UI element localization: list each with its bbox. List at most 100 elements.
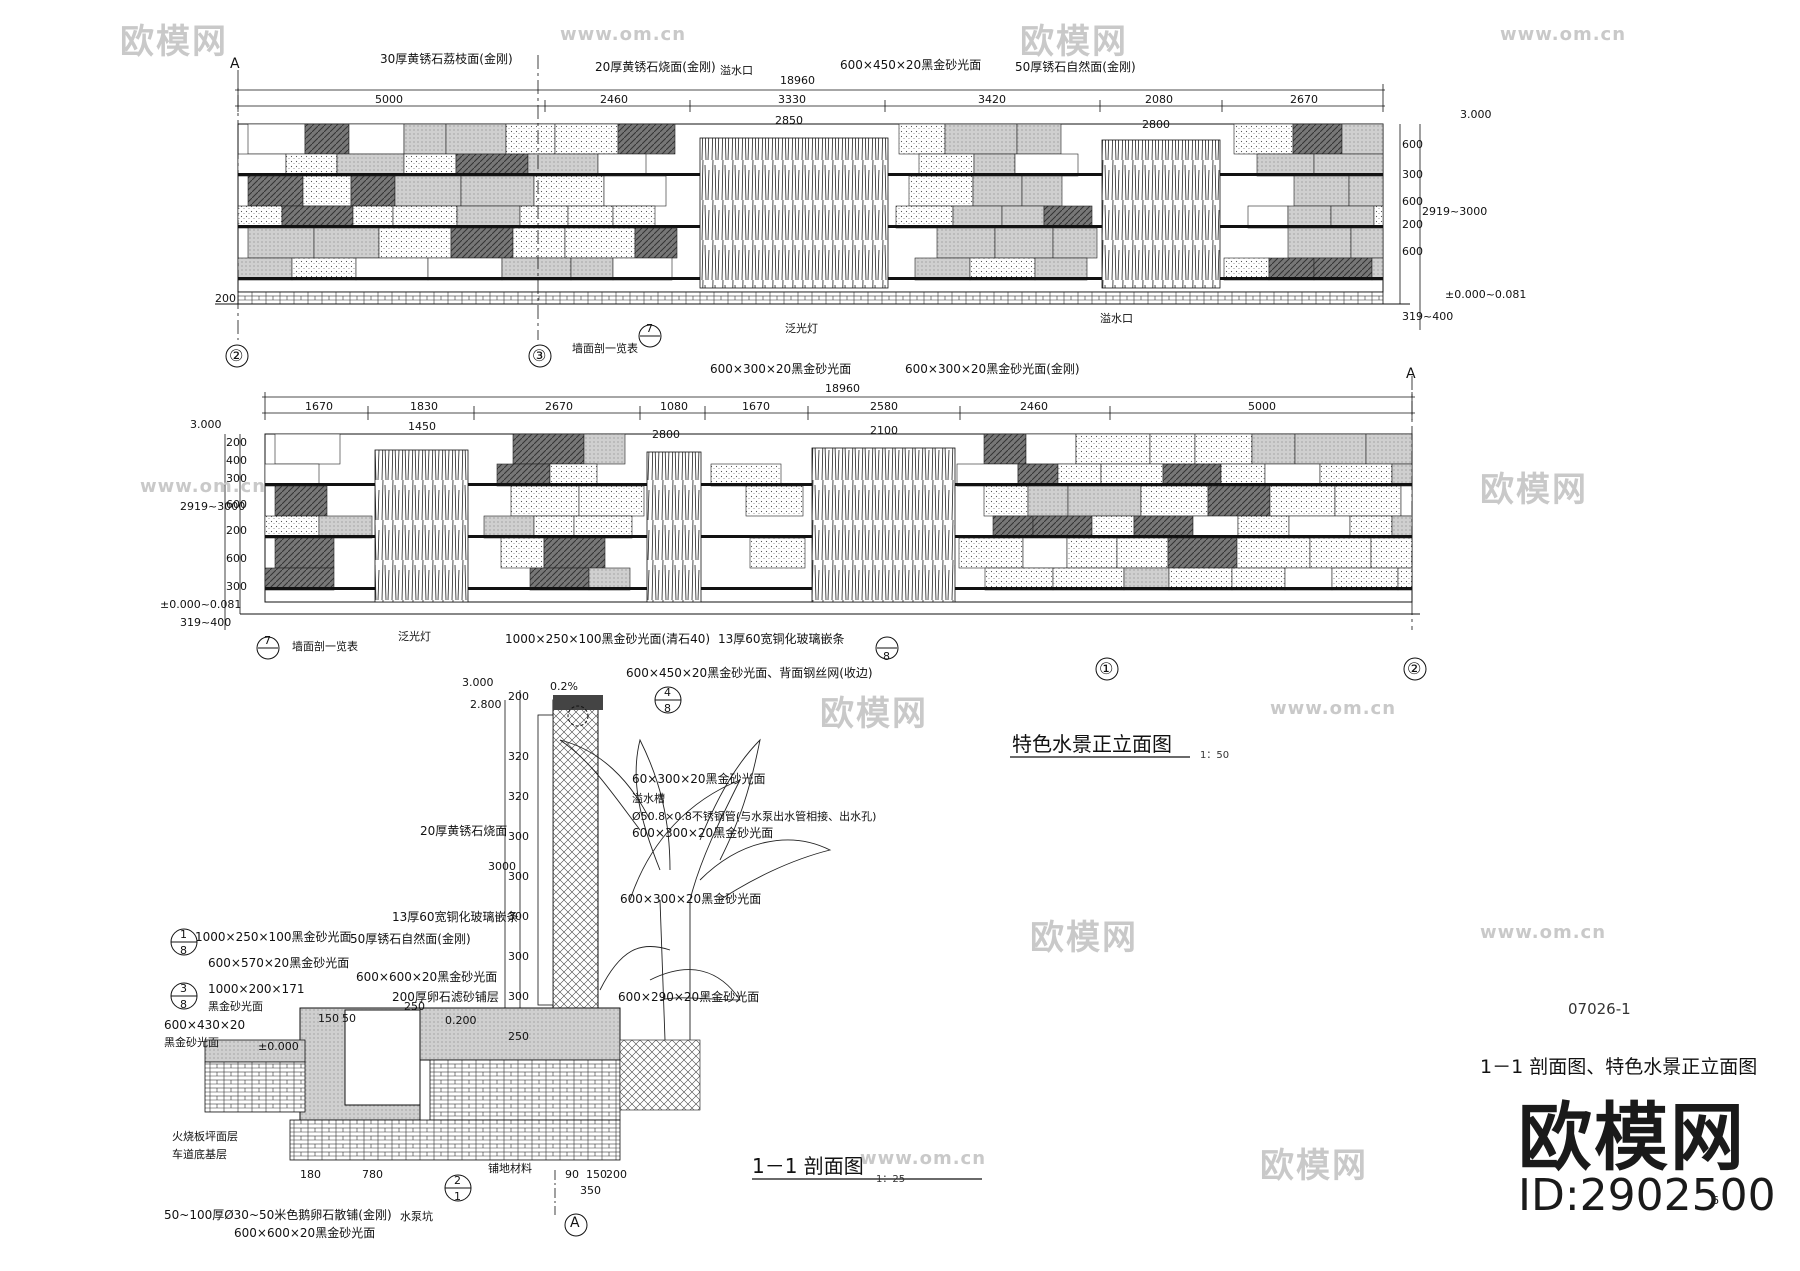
section-note-13: 1000×200×171 — [208, 982, 305, 996]
wall-tile — [1288, 515, 1351, 539]
bottom-overall-dim: 18960 — [825, 382, 860, 395]
wall-tile — [564, 227, 636, 259]
wall-tile — [1192, 515, 1239, 539]
section-marker-4: 8 — [180, 944, 187, 957]
wall-tile — [1066, 537, 1118, 569]
wall-tile — [1287, 205, 1332, 229]
section-note-17: 黑金砂光面 — [164, 1036, 219, 1049]
wall-tile — [583, 433, 626, 465]
wall-tile — [427, 257, 503, 281]
wall-tile — [1348, 175, 1384, 207]
wall-tile — [1116, 537, 1169, 569]
wall-tile — [512, 227, 566, 259]
wall-tile — [749, 537, 806, 569]
section-dim-h-5: 150 — [586, 1168, 607, 1181]
wall-tile — [612, 205, 656, 229]
wall-tile — [1133, 515, 1194, 539]
wall-tile — [1251, 433, 1296, 465]
sheet-title: 1－1 剖面图、特色水景正立面图 — [1480, 1056, 1758, 1078]
bottom-sub-dim-2: 2800 — [652, 428, 680, 441]
section-scale: 1：25 — [876, 1174, 906, 1185]
wall-tile — [1016, 123, 1062, 155]
wall-tile — [348, 123, 405, 155]
wall-tile — [1017, 463, 1059, 487]
wall-tile — [578, 485, 645, 517]
bottom-note-3: 1000×250×100黑金砂光面(清石40) — [505, 632, 711, 646]
wall-tile — [994, 227, 1054, 259]
wall-tile — [973, 153, 1016, 177]
wall-tile — [1391, 463, 1413, 487]
bottom-side-dim-5: 200 — [226, 524, 247, 537]
wall-tile — [895, 205, 954, 229]
section-note-7: 600×300×20黑金砂光面 — [620, 892, 762, 906]
wall-tile — [1293, 175, 1350, 207]
wall-tile — [1034, 257, 1088, 281]
bottom-level-bottom: ±0.000~0.081 — [160, 598, 242, 611]
wall-tile — [237, 205, 283, 229]
bottom-axis-two: ② — [1407, 659, 1422, 678]
wall-tile — [264, 463, 320, 487]
wall-tile — [512, 433, 585, 465]
brand-id: ID:2902500 — [1518, 1170, 1776, 1221]
wall-tile — [247, 123, 306, 155]
top-level-bottom: ±0.000~0.081 — [1445, 288, 1527, 301]
top-level-top: 3.000 — [1460, 108, 1492, 121]
top-note-6: 溢水口 — [1100, 312, 1133, 325]
wall-tile — [1001, 205, 1045, 229]
wall-tile — [1284, 567, 1333, 591]
wall-tile — [274, 485, 328, 517]
bottom-dim-6: 2580 — [870, 400, 898, 413]
wall-tile — [603, 175, 667, 207]
wall-tile — [573, 515, 633, 539]
section-note-3: 溢水槽 — [632, 792, 665, 805]
wall-tile — [313, 227, 380, 259]
wall-tile — [983, 433, 1027, 465]
top-note-8: 墙面剖一览表 — [572, 342, 638, 355]
bottom-note-5: 墙面剖一览表 — [292, 640, 358, 653]
bottom-detail-mark: 7 — [264, 634, 271, 647]
top-side-dim-7: 319~400 — [1402, 310, 1454, 323]
wall-tile — [1349, 515, 1393, 539]
section-note-12: 600×600×20黑金砂光面 — [356, 970, 498, 984]
top-sub-dim-2: 2800 — [1142, 118, 1170, 131]
wall-tile — [1231, 567, 1286, 591]
wall-tile — [944, 123, 1018, 155]
section-marker-7: 2 — [454, 1174, 461, 1187]
section-dim-h-9: 50 — [342, 1012, 356, 1025]
section-title: 1－1 剖面图 — [752, 1154, 864, 1178]
section-dim-v-8: 300 — [508, 990, 529, 1003]
top-note-2: 20厚黄锈石烧面(金刚) — [595, 60, 716, 74]
section-marker-2: 8 — [664, 702, 671, 715]
wall-tile — [1233, 123, 1294, 155]
wall-tile — [247, 227, 315, 259]
top-dim-6: 2670 — [1290, 93, 1318, 106]
section-dim-h-3: 350 — [580, 1184, 601, 1197]
top-detail-mark: 7 — [646, 322, 653, 335]
wall-tile — [392, 205, 458, 229]
wall-tile — [1264, 463, 1321, 487]
section-note-20: 600×600×20黑金砂光面 — [234, 1226, 376, 1240]
wall-tile — [1269, 485, 1336, 517]
section-note-11: 600×570×20黑金砂光面 — [208, 956, 350, 970]
wall-tile — [570, 257, 614, 281]
wall-tile — [1194, 433, 1253, 465]
wall-tile — [237, 153, 287, 177]
section-dim-v-4: 300 — [508, 830, 529, 843]
wall-tile — [1287, 227, 1352, 259]
wall-tile — [1247, 205, 1289, 229]
section-note-8: 13厚60宽铜化玻璃嵌条 — [392, 910, 519, 924]
top-note-5: 50厚锈石自然面(金刚) — [1015, 60, 1136, 74]
wall-tile — [1371, 257, 1384, 281]
elevation-top — [215, 55, 1421, 368]
bottom-dim-3: 2670 — [545, 400, 573, 413]
top-dim-1: 5000 — [375, 93, 403, 106]
wall-tile — [936, 227, 996, 259]
top-axis-left: ② — [229, 346, 244, 365]
sheet-page: 6 — [1712, 1194, 1719, 1207]
section-dim-v-9: 250 — [508, 1030, 529, 1043]
section-1-1 — [170, 686, 1190, 1237]
section-note-16: 600×430×20 — [164, 1018, 246, 1032]
wall-tile — [403, 123, 447, 155]
wall-tile — [1149, 433, 1196, 465]
wall-tile — [460, 175, 535, 207]
